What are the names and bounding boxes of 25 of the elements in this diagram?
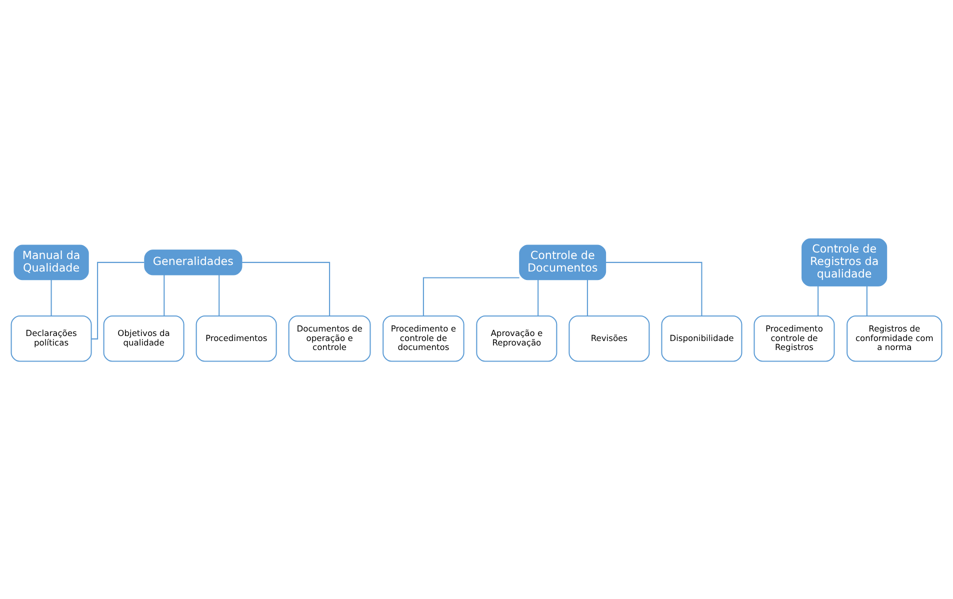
node-box: Procedimento e controle de documentos [382, 314, 464, 362]
connector [586, 279, 588, 316]
connector [866, 286, 868, 316]
node-box: Registros de conformidade com a norma [846, 314, 942, 362]
node-box: Disponibilidade [661, 314, 742, 362]
connector [242, 261, 330, 316]
connector [50, 279, 52, 316]
connector [606, 261, 702, 316]
node-box: Procedimento controle de Registros [754, 314, 835, 362]
node-box: Generalidades [144, 249, 242, 275]
node-box: Controle de Registros da qualidade [802, 238, 888, 286]
node-box: Documentos de operação e controle [288, 314, 371, 362]
connector [218, 274, 220, 316]
connector [818, 286, 819, 316]
connector [91, 261, 144, 339]
node-box: Controle de Documentos [519, 244, 606, 280]
node-box: Manual da Qualidade [14, 244, 89, 280]
node-box: Declarações políticas [10, 314, 92, 362]
connector [164, 274, 165, 316]
connector [422, 276, 520, 316]
node-box: Procedimentos [196, 314, 277, 362]
node-box: Objetivos da qualidade [103, 314, 184, 362]
node-box: Revisões [568, 314, 650, 362]
connector [538, 279, 539, 316]
node-box: Aprovação e Reprovação [476, 314, 558, 362]
